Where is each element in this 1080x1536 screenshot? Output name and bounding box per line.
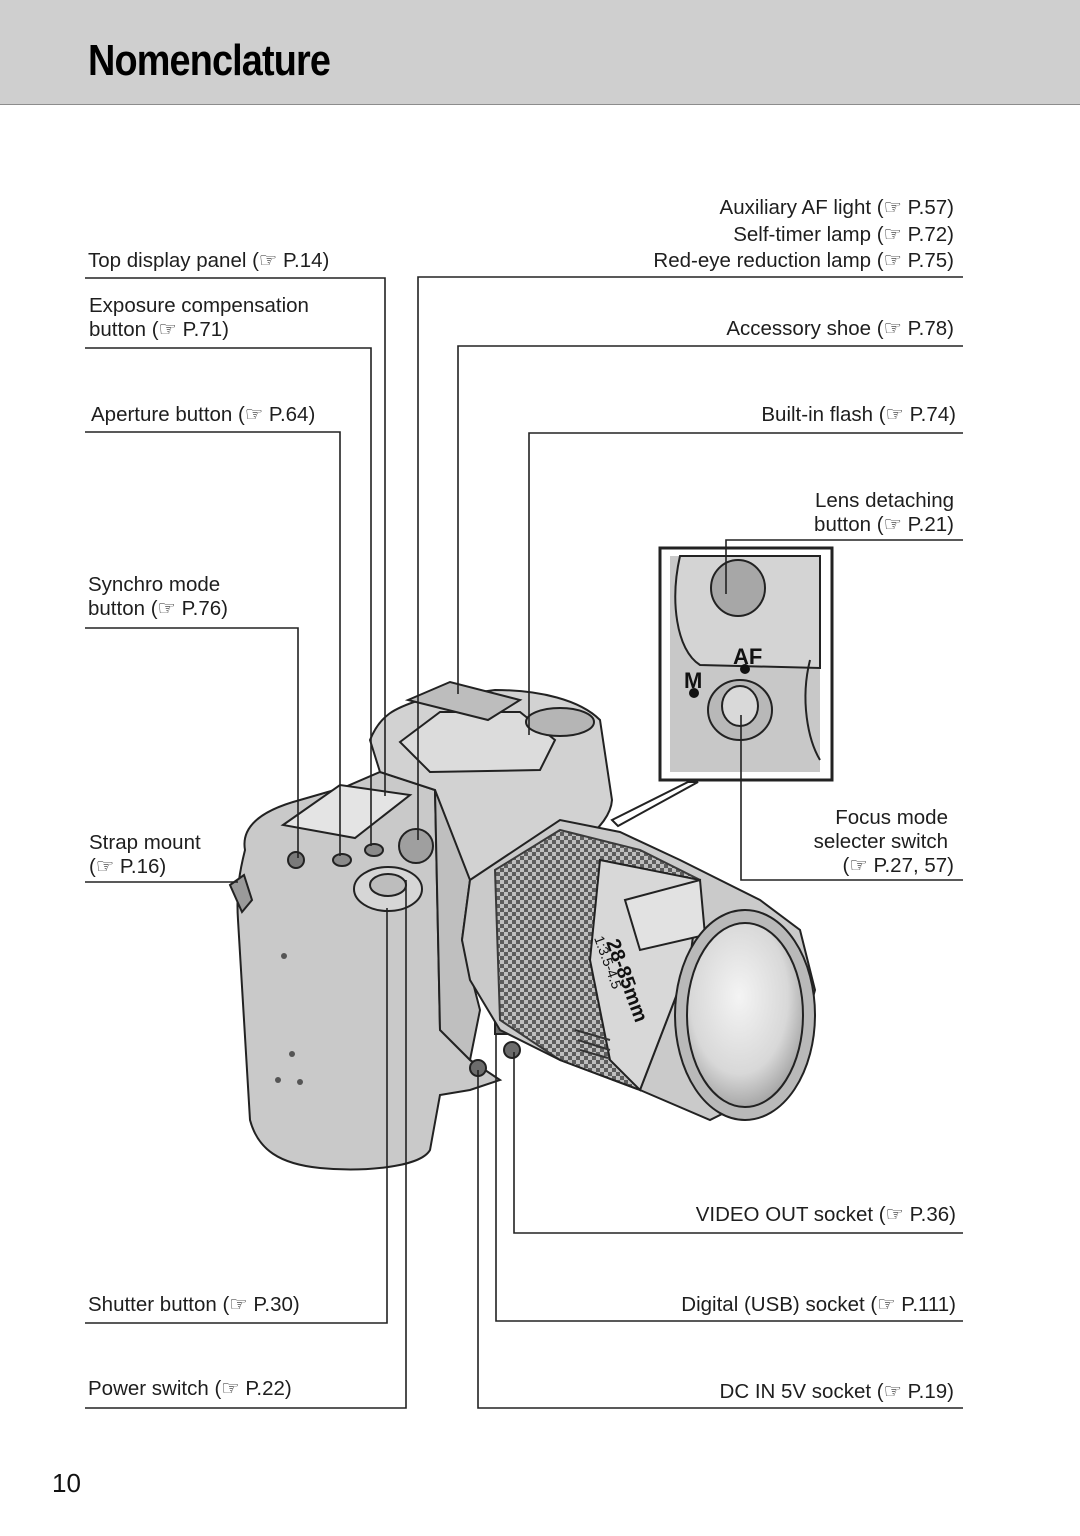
leader-video-out <box>513 1052 963 1234</box>
label-focus-mode: Focus mode selecter switch (☞ P.27, 57) <box>813 806 954 877</box>
leader-built-in-flash <box>528 432 963 735</box>
label-exposure-compensation: Exposure compensation button (☞ P.71) <box>89 294 309 341</box>
label-shutter-button: Shutter button (☞ P.30) <box>88 1293 300 1316</box>
label-digital-usb: Digital (USB) socket (☞ P.111) <box>681 1293 956 1316</box>
leader-lines <box>85 276 963 1409</box>
leader-lens-detaching <box>725 539 963 594</box>
leader-focus-mode <box>740 715 963 881</box>
leader-red-eye-lamp <box>417 276 963 840</box>
page-title: Nomenclature <box>88 36 331 85</box>
label-aux-af-light-group: Auxiliary AF light (☞ P.57) Self-timer l… <box>653 196 954 273</box>
label-self-timer-lamp: Self-timer lamp (☞ P.72) <box>733 223 954 246</box>
lens <box>460 818 817 1122</box>
page-number: 10 <box>52 1468 81 1498</box>
inset-af-label: AF <box>733 644 762 669</box>
inset-detail: AF M <box>610 546 834 828</box>
label-video-out: VIDEO OUT socket (☞ P.36) <box>695 1203 956 1226</box>
leader-top-display-panel <box>85 277 386 796</box>
label-accessory-shoe: Accessory shoe (☞ P.78) <box>726 317 954 340</box>
label-dc-in: DC IN 5V socket (☞ P.19) <box>719 1380 954 1403</box>
page-header: Nomenclature <box>0 0 1080 105</box>
leader-power-switch <box>85 880 407 1409</box>
inset-m-label: M <box>684 668 702 693</box>
leader-digital-usb <box>495 1034 963 1322</box>
label-aperture-button: Aperture button (☞ P.64) <box>91 403 316 426</box>
leader-exposure-compensation <box>85 347 372 846</box>
label-power-switch: Power switch (☞ P.22) <box>88 1377 292 1400</box>
leader-synchro-mode <box>85 627 299 858</box>
label-lens-detaching: Lens detaching button (☞ P.21) <box>814 489 954 536</box>
label-synchro-mode: Synchro mode button (☞ P.76) <box>88 573 228 620</box>
leader-accessory-shoe <box>457 345 963 694</box>
label-aux-af-light: Auxiliary AF light (☞ P.57) <box>719 196 954 219</box>
label-red-eye-lamp: Red-eye reduction lamp (☞ P.75) <box>653 249 954 272</box>
label-built-in-flash: Built-in flash (☞ P.74) <box>761 403 956 426</box>
label-top-display-panel: Top display panel (☞ P.14) <box>88 249 330 272</box>
leader-dc-in <box>477 1070 963 1409</box>
leader-aperture-button <box>85 431 341 856</box>
leader-shutter-button <box>85 908 388 1324</box>
label-strap-mount: Strap mount (☞ P.16) <box>89 831 201 878</box>
